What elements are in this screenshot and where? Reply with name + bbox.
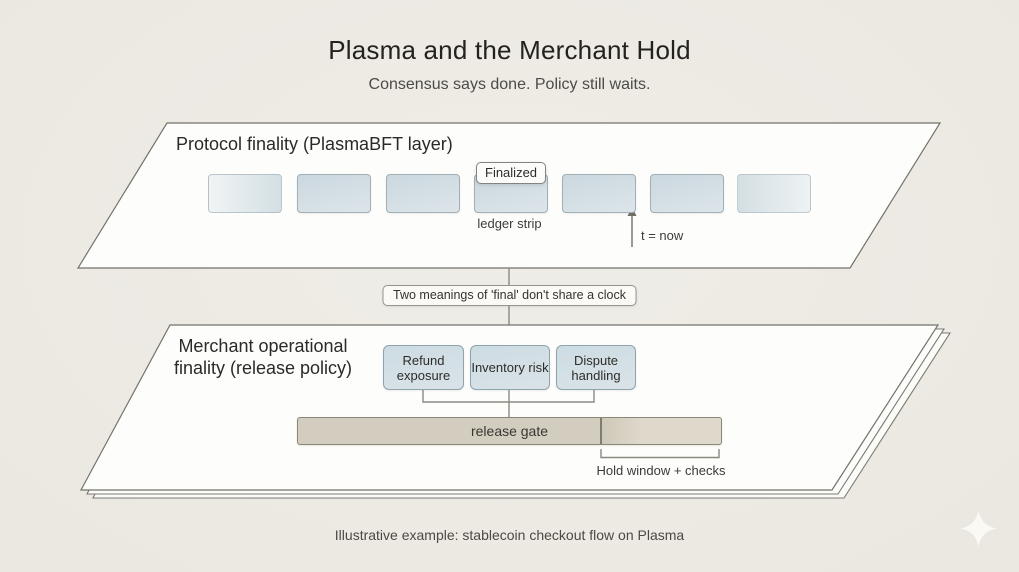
page-title: Plasma and the Merchant Hold — [328, 35, 691, 65]
ledger-block — [562, 174, 636, 213]
ledger-block — [297, 174, 371, 213]
ledger-block — [737, 174, 811, 213]
ledger-strip-label: ledger strip — [477, 216, 542, 231]
t-now-arrow-icon — [627, 207, 637, 247]
factor-connector-lines — [422, 388, 595, 417]
hold-window-divider — [600, 418, 602, 444]
finalized-tag: Finalized — [476, 162, 547, 184]
factor-box-inventory-risk: Inventory risk — [470, 345, 550, 390]
factor-box-dispute-handling: Dispute handling — [556, 345, 636, 390]
hold-window-label: Hold window + checks — [596, 463, 726, 478]
ledger-block — [650, 174, 724, 213]
protocol-finality-title: Protocol finality (PlasmaBFT layer) — [176, 134, 453, 154]
merchant-finality-title: Merchant operational finality (release p… — [152, 335, 374, 379]
clock-note-pill: Two meanings of 'final' don't share a cl… — [382, 285, 637, 306]
factor-box-refund-exposure: Refund exposure — [383, 345, 464, 390]
release-gate-label: release gate — [470, 423, 549, 439]
hold-window-bracket — [600, 449, 720, 459]
ledger-block — [386, 174, 460, 213]
ledger-block — [208, 174, 282, 213]
release-gate-bar: release gate — [297, 417, 722, 445]
t-now-label: t = now — [641, 228, 684, 243]
footer-caption: Illustrative example: stablecoin checkou… — [334, 527, 685, 543]
page-subtitle: Consensus says done. Policy still waits. — [368, 76, 651, 93]
merchant-finality-title-line2: finality (release policy) — [173, 358, 353, 378]
merchant-finality-title-line1: Merchant operational — [178, 336, 348, 356]
